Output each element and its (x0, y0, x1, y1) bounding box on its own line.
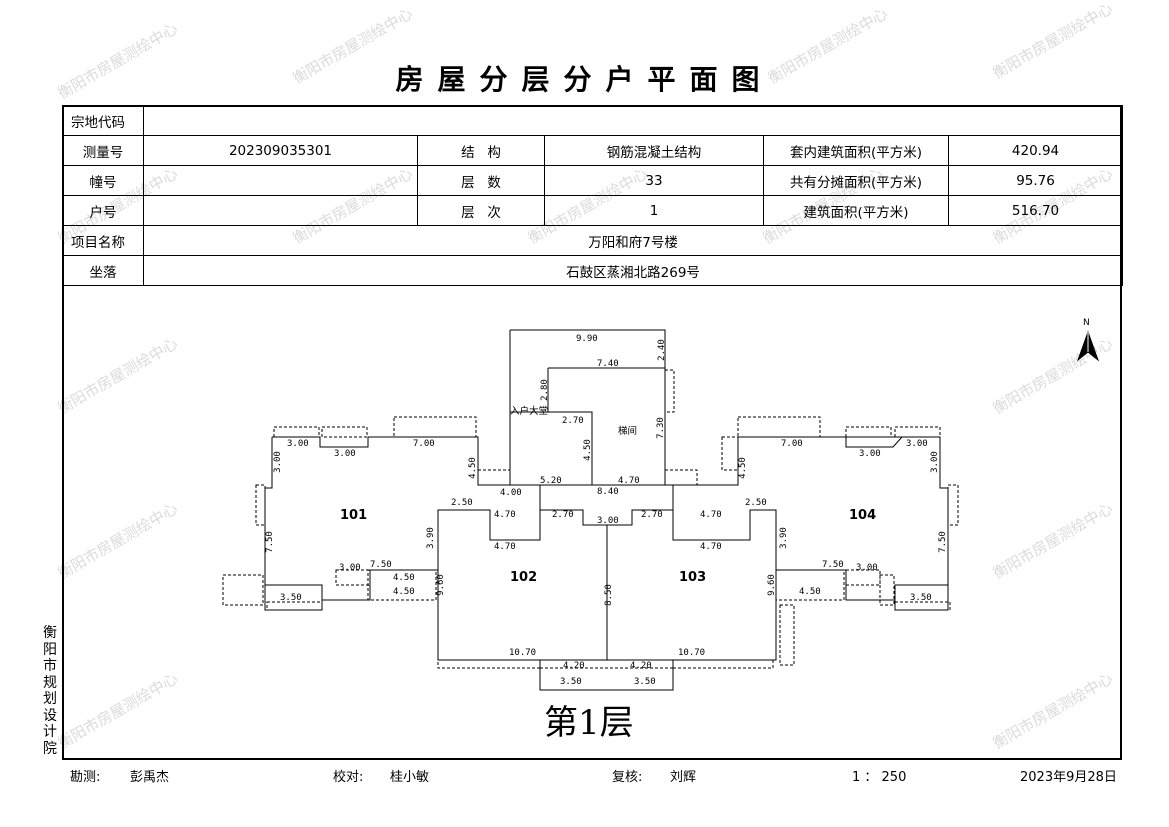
dim: 7.50 (937, 531, 948, 553)
dim: 8.40 (597, 487, 619, 497)
dim: 2.50 (745, 498, 767, 508)
dim: 3.00 (339, 563, 361, 573)
value-location: 石鼓区蒸湘北路269号 (142, 255, 1124, 286)
dim: 3.00 (272, 451, 283, 473)
label-shared-area: 共有分摊面积(平方米) (763, 165, 949, 196)
dim: 2.70 (641, 510, 663, 520)
value-building-area: 516.70 (947, 195, 1124, 226)
dim: 3.50 (560, 677, 582, 687)
dim: 4.50 (737, 457, 748, 479)
dim: 7.50 (822, 560, 844, 570)
dim: 2.70 (562, 416, 584, 426)
info-table: 宗地代码 测量号 202309035301 结 构 钢筋混凝土结构 套内建筑面积… (62, 105, 1124, 286)
label-building-no: 幢号 (62, 165, 144, 196)
dim: 4.70 (700, 542, 722, 552)
dim: 9.60 (766, 574, 777, 596)
dim: 4.70 (494, 542, 516, 552)
check-name: 桂小敏 (390, 770, 430, 785)
dim: 4.70 (618, 476, 640, 486)
dim: 2.40 (656, 339, 667, 361)
value-structure: 钢筋混凝土结构 (544, 135, 764, 166)
dim: 3.50 (634, 677, 656, 687)
dim: 4.50 (582, 439, 593, 461)
unit-104-label: 104 (849, 508, 877, 523)
dim: 3.90 (778, 527, 789, 549)
review-label: 复核: (612, 770, 643, 785)
scale: 1 ： 250 (852, 770, 907, 785)
dim: 3.50 (280, 593, 302, 603)
dim: 4.20 (563, 661, 585, 671)
dim: 4.70 (700, 510, 722, 520)
room-label-lobby: 入户大堂 (510, 406, 549, 417)
label-structure: 结 构 (417, 135, 545, 166)
page-title: 房屋分层分户平面图 (395, 63, 774, 96)
dim: 10.70 (678, 648, 706, 658)
dim: 2.70 (552, 510, 574, 520)
dim: 3.00 (856, 563, 878, 573)
dim: 3.00 (287, 439, 309, 449)
label-floor-level: 层 次 (417, 195, 545, 226)
floor-label: 第1层 (544, 703, 634, 743)
dim: 7.50 (264, 531, 275, 553)
dim: 3.00 (597, 516, 619, 526)
dim: 2.50 (451, 498, 473, 508)
dim: 4.00 (500, 488, 522, 498)
side-institute-label: 衡阳市规划设计院 (43, 625, 57, 757)
dim: 3.00 (906, 439, 928, 449)
dim: 3.90 (425, 527, 436, 549)
label-floor-count: 层 数 (417, 165, 545, 196)
dim: 2.80 (539, 379, 550, 401)
dim: 3.50 (910, 593, 932, 603)
north-label: N (1083, 318, 1090, 328)
survey-name: 彭禹杰 (130, 770, 170, 785)
dim: 7.00 (413, 439, 435, 449)
unit-102-label: 102 (510, 570, 538, 585)
dim: 10.70 (509, 648, 537, 658)
survey-label: 勘测: (70, 770, 101, 785)
check-label: 校对: (333, 770, 364, 785)
value-inner-area: 420.94 (947, 135, 1124, 166)
room-label-stair: 梯间 (618, 426, 638, 437)
label-location: 坐落 (62, 255, 144, 286)
dim: 7.50 (370, 560, 392, 570)
dim: 4.70 (494, 510, 516, 520)
dim: 7.40 (597, 359, 619, 369)
dim: 7.00 (781, 439, 803, 449)
dim: 7.30 (655, 417, 666, 439)
review-name: 刘辉 (670, 770, 697, 785)
date: 2023年9月28日 (1020, 770, 1117, 785)
dim: 3.00 (334, 449, 356, 459)
label-survey-no: 测量号 (62, 135, 144, 166)
value-floor-level: 1 (544, 195, 764, 226)
dim: 4.50 (393, 573, 415, 583)
dim: 9.90 (576, 334, 598, 344)
dim: 4.50 (393, 587, 415, 597)
unit-101-label: 101 (340, 508, 368, 523)
label-unit-no: 户号 (62, 195, 144, 226)
dim: 4.20 (630, 661, 652, 671)
unit-103-label: 103 (679, 570, 707, 585)
dim: 5.20 (540, 476, 562, 486)
value-project-name: 万阳和府7号楼 (142, 225, 1124, 256)
dim: 9.60 (435, 574, 446, 596)
dim: 8.50 (603, 584, 614, 606)
dim: 4.50 (467, 457, 478, 479)
dim: 4.50 (799, 587, 821, 597)
unit-101-outline (264, 436, 541, 601)
dim: 3.00 (859, 449, 881, 459)
dim: 3.00 (929, 451, 940, 473)
